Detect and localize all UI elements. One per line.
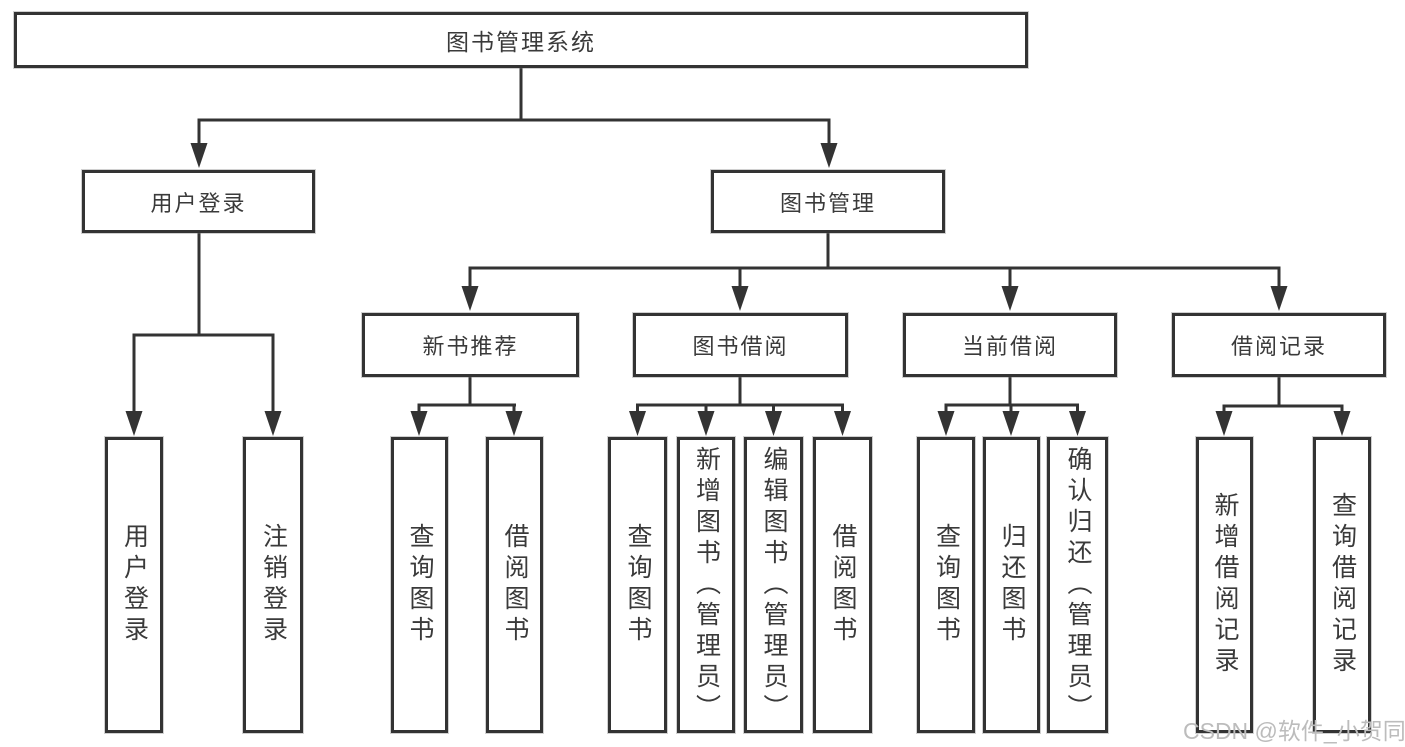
node-new-book-recommend-label: 新书推荐 [422, 334, 519, 359]
leaf-return-book-label: 归还图书 [998, 523, 1026, 647]
leaf-recommend-borrow-books: 借阅图书 [486, 437, 543, 733]
leaf-borrow-query-books-label: 查询图书 [624, 523, 652, 647]
node-root: 图书管理系统 [14, 12, 1028, 68]
node-book-borrow-label: 图书借阅 [692, 334, 789, 359]
watermark: CSDN @软件_小贺同学 [1183, 718, 1405, 744]
leaf-edit-book-admin-label: 编辑图书（管理员） [760, 445, 788, 725]
node-new-book-recommend: 新书推荐 [362, 313, 579, 377]
leaf-return-book: 归还图书 [983, 437, 1040, 733]
leaf-current-query-books-label: 查询图书 [932, 523, 961, 647]
node-book-borrow: 图书借阅 [633, 313, 848, 377]
node-book-management-label: 图书管理 [779, 190, 876, 216]
leaf-add-borrow-record-label: 新增借阅记录 [1211, 492, 1239, 678]
leaf-recommend-borrow-books-label: 借阅图书 [501, 523, 529, 647]
leaf-query-borrow-record-label: 查询借阅记录 [1328, 492, 1357, 678]
leaf-recommend-query-books-label: 查询图书 [406, 523, 434, 647]
node-book-management: 图书管理 [711, 170, 945, 233]
leaf-logout-label: 注销登录 [259, 523, 288, 647]
node-user-login: 用户登录 [82, 170, 315, 233]
leaf-add-book-admin: 新增图书（管理员） [677, 437, 735, 733]
leaf-user-login-label: 用户登录 [120, 523, 149, 647]
leaf-logout: 注销登录 [243, 437, 303, 733]
leaf-edit-book-admin: 编辑图书（管理员） [744, 437, 803, 733]
leaf-confirm-return-admin-label: 确认归还（管理员） [1064, 445, 1092, 725]
node-borrow-records: 借阅记录 [1172, 313, 1386, 377]
leaf-recommend-query-books: 查询图书 [391, 437, 448, 733]
leaf-add-book-admin-label: 新增图书（管理员） [692, 445, 721, 725]
leaf-user-login: 用户登录 [105, 437, 163, 733]
node-current-borrow-label: 当前借阅 [961, 334, 1058, 359]
node-current-borrow: 当前借阅 [903, 313, 1117, 377]
leaf-confirm-return-admin: 确认归还（管理员） [1047, 437, 1108, 733]
leaf-current-query-books: 查询图书 [917, 437, 975, 733]
node-root-label: 图书管理系统 [446, 29, 596, 55]
leaf-borrow-books: 借阅图书 [813, 437, 872, 733]
leaf-borrow-books-label: 借阅图书 [829, 523, 857, 647]
leaf-query-borrow-record: 查询借阅记录 [1313, 437, 1371, 733]
leaf-add-borrow-record: 新增借阅记录 [1196, 437, 1253, 733]
leaf-borrow-query-books: 查询图书 [608, 437, 667, 733]
node-user-login-label: 用户登录 [150, 190, 247, 216]
node-borrow-records-label: 借阅记录 [1230, 334, 1327, 359]
